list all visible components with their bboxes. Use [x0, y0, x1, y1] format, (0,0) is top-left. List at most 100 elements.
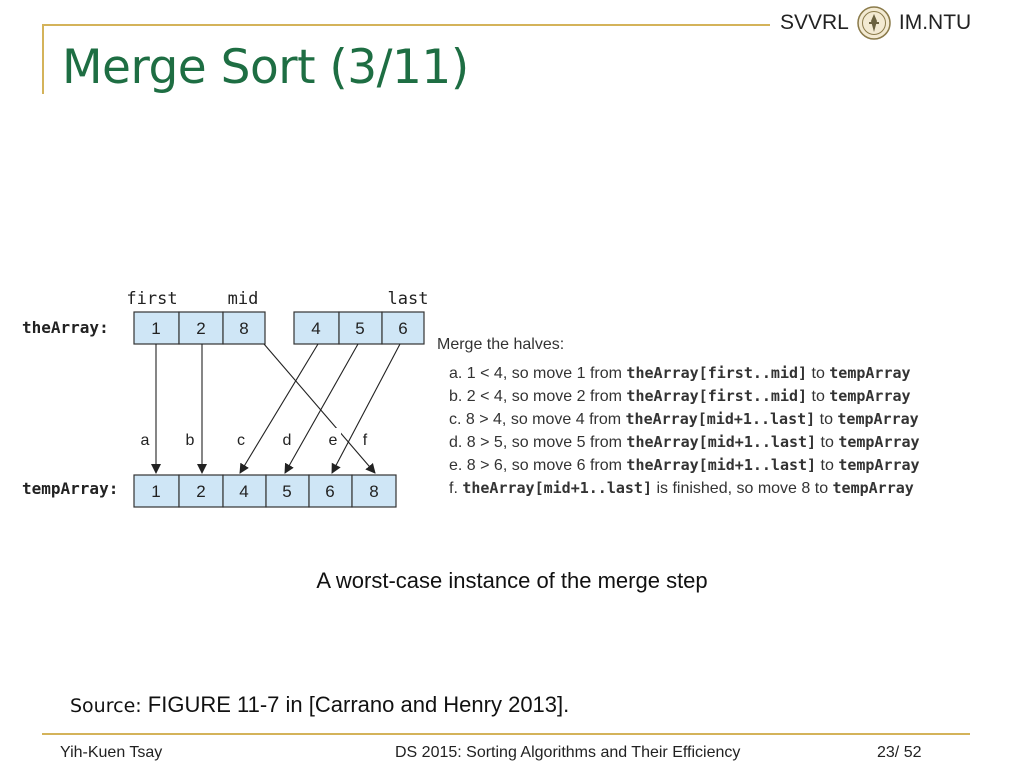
footer-course: DS 2015: Sorting Algorithms and Their Ef…: [395, 744, 741, 761]
step-b-target: tempArray: [829, 387, 910, 405]
step-f-prefix: f.: [449, 480, 462, 497]
arrow-labels: a b c d e f: [136, 428, 373, 449]
arrow-label-e: e: [329, 432, 338, 449]
label-mid: mid: [228, 289, 259, 309]
page-current: 23: [877, 744, 895, 761]
temp-cell-2: [222, 474, 267, 508]
arrow-label-bg-c: [233, 428, 249, 448]
step-c-code: theArray[mid+1..last]: [626, 410, 816, 428]
right-cell-2: [381, 311, 425, 345]
step-a: a. 1 < 4, so move 1 from theArray[first.…: [449, 364, 911, 382]
thearray-label-text: theArray:: [22, 318, 109, 337]
arrow-label-bg-a: [136, 428, 152, 448]
temp-value-2: 4: [239, 482, 248, 501]
merge-arrows: [151, 343, 401, 474]
step-e-target: tempArray: [838, 456, 919, 474]
figure-caption: A worst-case instance of the merge step: [316, 568, 708, 593]
temp-array: 1 2 4 5 6 8: [133, 474, 397, 508]
arrow-label-bg-b: [181, 428, 197, 448]
step-f-target: tempArray: [833, 479, 914, 497]
temp-cell-5: [351, 474, 397, 508]
footer-author: Yih-Kuen Tsay: [60, 744, 163, 761]
temparray-label-text: tempArray:: [22, 479, 118, 498]
step-a-code: theArray[first..mid]: [626, 364, 807, 382]
step-d-prefix: d. 8 > 5, so move 5 from: [449, 434, 626, 451]
temp-value-0: 1: [151, 482, 160, 501]
step-c: c. 8 > 4, so move 4 from theArray[mid+1.…: [449, 410, 919, 428]
right-value-1: 5: [355, 319, 364, 338]
step-b-code: theArray[first..mid]: [626, 387, 807, 405]
step-a-prefix: a. 1 < 4, so move 1 from: [449, 365, 626, 382]
arrow-label-d: d: [283, 432, 292, 449]
left-cell-0: [133, 311, 180, 345]
brand-imntu: IM.NTU: [898, 11, 972, 34]
right-value-2: 6: [398, 319, 407, 338]
step-e-to: to: [816, 457, 838, 474]
right-value-0: 4: [311, 319, 320, 338]
header-rule: [42, 24, 770, 26]
step-e-prefix: e. 8 > 6, so move 6 from: [449, 457, 626, 474]
step-f-middle: is finished, so move 8 to: [652, 480, 833, 497]
title-side-rule: [42, 24, 44, 94]
slide-title: Merge Sort (3/11): [62, 40, 469, 95]
arrow-label-c: c: [237, 432, 245, 449]
temp-value-1: 2: [196, 482, 205, 501]
step-d-code: theArray[mid+1..last]: [626, 433, 816, 451]
label-last: last: [388, 289, 429, 309]
temp-value-5: 8: [369, 482, 378, 501]
arrow-c: [239, 343, 319, 474]
arrow-label-bg-f: [357, 428, 373, 448]
arrow-f: [263, 343, 376, 474]
step-d-target: tempArray: [838, 433, 919, 451]
temp-cell-1: [178, 474, 224, 508]
thearray-label: theArray:: [22, 318, 109, 337]
right-half: 4 5 6: [293, 311, 425, 345]
step-d-to: to: [816, 434, 838, 451]
arrow-label-bg-d: [279, 428, 295, 448]
source-line: Source: FIGURE 11-7 in [Carrano and Henr…: [70, 692, 569, 718]
arrow-label-f: f: [363, 432, 368, 449]
steps-heading: Merge the halves:: [437, 336, 564, 353]
arrow-label-bg-e: [325, 428, 341, 448]
step-b-to: to: [807, 388, 829, 405]
step-f: f. theArray[mid+1..last] is finished, so…: [449, 479, 914, 497]
right-cell-1: [338, 311, 383, 345]
left-value-0: 1: [151, 319, 160, 338]
arrow-label-b: b: [186, 432, 195, 449]
step-e: e. 8 > 6, so move 6 from theArray[mid+1.…: [449, 456, 920, 474]
page-total: 52: [903, 744, 922, 761]
arrow-e: [331, 343, 401, 474]
footer-rule: [42, 733, 970, 735]
steps-list: a. 1 < 4, so move 1 from theArray[first.…: [449, 364, 920, 497]
step-a-to: to: [807, 365, 829, 382]
temp-value-3: 5: [282, 482, 291, 501]
page-separator: /: [894, 744, 900, 761]
left-cell-1: [178, 311, 224, 345]
header-brand: SVVRL IM.NTU: [780, 6, 972, 40]
arrow-label-a: a: [141, 432, 150, 449]
temp-cell-3: [265, 474, 310, 508]
left-cell-2: [222, 311, 266, 345]
brand-svvrl: SVVRL: [780, 11, 849, 34]
step-d: d. 8 > 5, so move 5 from theArray[mid+1.…: [449, 433, 920, 451]
temparray-label: tempArray:: [22, 479, 118, 498]
left-value-2: 8: [239, 319, 248, 338]
step-f-code: theArray[mid+1..last]: [462, 479, 652, 497]
label-first: first: [126, 289, 177, 309]
step-c-to: to: [815, 411, 837, 428]
footer-page-number: 23/ 52: [877, 744, 922, 762]
step-c-prefix: c. 8 > 4, so move 4 from: [449, 411, 626, 428]
temp-value-4: 6: [325, 482, 334, 501]
source-label: Source:: [70, 695, 142, 717]
left-value-1: 2: [196, 319, 205, 338]
step-e-code: theArray[mid+1..last]: [626, 456, 816, 474]
merge-figure: first mid last theArray: 1 2 8 4 5 6 a b: [22, 289, 920, 508]
left-half: 1 2 8: [133, 311, 266, 345]
ntu-seal-icon: [857, 6, 891, 40]
arrow-d: [284, 343, 359, 474]
step-b-prefix: b. 2 < 4, so move 2 from: [449, 388, 626, 405]
step-c-target: tempArray: [837, 410, 918, 428]
step-a-target: tempArray: [829, 364, 910, 382]
source-text: FIGURE 11-7 in [Carrano and Henry 2013].: [147, 692, 570, 717]
right-cell-0: [293, 311, 340, 345]
